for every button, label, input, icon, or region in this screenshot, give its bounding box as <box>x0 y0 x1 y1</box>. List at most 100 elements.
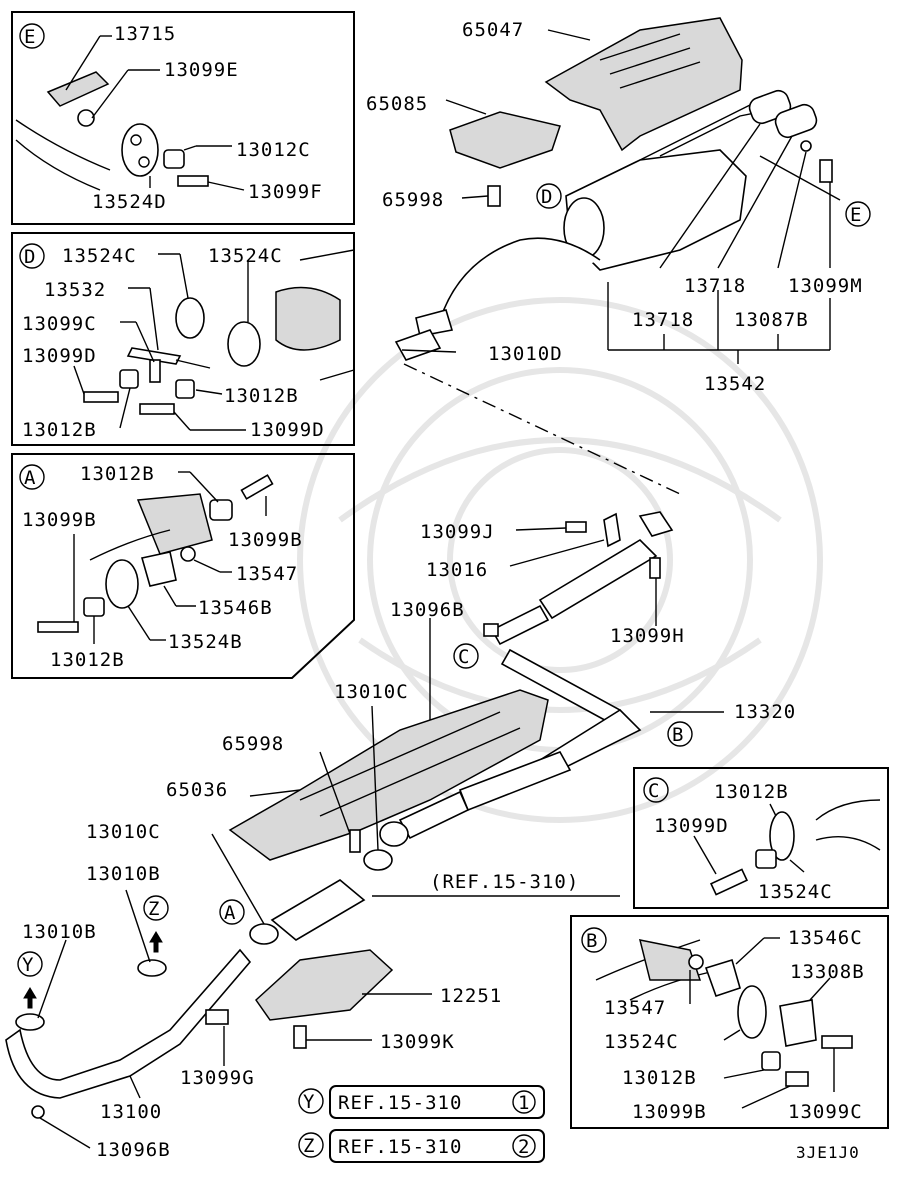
tailpipe-13718-b <box>774 103 818 139</box>
hanger-bracket-13715 <box>46 71 110 107</box>
spacer-13012b-a <box>209 499 233 521</box>
ref-y-num-circle <box>512 1090 536 1114</box>
callout-b-inset-letter: B <box>586 930 598 952</box>
ref-z-num-circle <box>512 1134 536 1158</box>
ref-y-text: REF.15-310 <box>338 1092 462 1114</box>
label-13099d-b: 13099D <box>250 419 325 441</box>
label-13099c: 13099C <box>788 1101 863 1123</box>
label-13012b: 13012B <box>714 781 789 803</box>
callout-d-main-circle <box>536 183 562 209</box>
ref-z-text: REF.15-310 <box>338 1136 462 1158</box>
label-65085: 65085 <box>366 93 428 115</box>
rubber-hanger-13524c <box>737 985 767 1039</box>
label-13012b-b: 13012B <box>50 649 125 671</box>
bracket-body-a <box>136 493 213 555</box>
label-13718-a: 13718 <box>684 275 746 297</box>
label-65998-top: 65998 <box>382 189 444 211</box>
heat-protector-65036-group: 13010C 65998 65036 (REF.15-310) <box>166 681 620 897</box>
ref-z-letter: Z <box>303 1135 315 1157</box>
front-exhaust-pipe <box>5 948 252 1099</box>
connection-dashline <box>403 363 681 495</box>
inset-e: E 13715 13099E 13012C 13524D 13099F <box>11 11 355 225</box>
label-13096b-mid: 13096B <box>390 599 465 621</box>
arrow-up-icon <box>23 987 37 1009</box>
callout-c-main-letter: C <box>458 646 470 668</box>
spacer-13012b-a <box>119 369 139 389</box>
rubber-hanger-13524c <box>769 811 795 861</box>
bolt-13099g <box>205 1009 229 1025</box>
bracket-13532 <box>126 347 182 365</box>
bolt-13099h <box>649 557 661 579</box>
bracket-13546c <box>704 958 741 998</box>
label-13099b-b: 13099B <box>228 529 303 551</box>
callout-a-letter: A <box>24 467 36 489</box>
washer-13087b <box>800 140 812 152</box>
inset-a: A 13012B 13099B 13099B 13547 13546B 1352… <box>11 453 355 679</box>
callout-a-main-circle <box>219 899 245 925</box>
label-13524c: 13524C <box>758 881 833 903</box>
heat-protector-65085 <box>449 111 561 169</box>
label-13546b: 13546B <box>198 597 273 619</box>
callout-e-main-letter: E <box>850 204 862 226</box>
label-12251: 12251 <box>440 985 502 1007</box>
bolt-13099m <box>819 159 833 183</box>
label-65036: 65036 <box>166 779 228 801</box>
label-13099m: 13099M <box>788 275 863 297</box>
nut-13096b-low <box>31 1105 45 1119</box>
heat-protector-65047 <box>544 17 743 152</box>
label-13718-b: 13718 <box>632 309 694 331</box>
inset-e-frame <box>11 11 355 225</box>
hanger-13096b-mid <box>483 623 499 637</box>
bolt-13099c <box>821 1035 853 1049</box>
label-13524c-b: 13524C <box>208 245 283 267</box>
bolt-13099j <box>565 521 587 533</box>
hanger-13099j-bracket <box>603 512 621 548</box>
callout-y-circle <box>17 951 43 977</box>
label-13524b: 13524B <box>168 631 243 653</box>
callout-b-main-circle <box>667 721 693 747</box>
spacer-13012b <box>755 849 777 869</box>
callout-z-letter: Z <box>148 898 160 920</box>
bolt-13099d <box>709 868 749 896</box>
label-13532: 13532 <box>44 279 106 301</box>
ref-y-circle <box>298 1088 324 1114</box>
rubber-hanger-13524d <box>121 123 159 177</box>
label-13012b: 13012B <box>622 1067 697 1089</box>
label-13524d: 13524D <box>92 191 167 213</box>
washer-13547 <box>180 546 196 562</box>
label-13010c-mid: 13010C <box>334 681 409 703</box>
pipe-section-b <box>638 939 702 981</box>
spacer-13012b-b <box>83 597 105 617</box>
label-13099g: 13099G <box>180 1067 255 1089</box>
inset-a-frame <box>11 453 355 679</box>
bolt-13099b-b <box>240 474 274 500</box>
inset-b: B 13546C 13308B 13547 13524C 13012B 1309… <box>570 915 889 1129</box>
callout-c-main-circle <box>453 643 479 669</box>
ref-boxes: Y REF.15-310 1 Z REF.15-310 2 <box>298 1085 545 1163</box>
callout-e-main-circle <box>845 201 871 227</box>
ref-y-box <box>329 1085 545 1119</box>
label-13524c-a: 13524C <box>62 245 137 267</box>
label-13012c: 13012C <box>236 139 311 161</box>
gasket-13010b-z <box>137 959 167 977</box>
bolt-13099f <box>177 175 209 187</box>
bolt-13099k <box>293 1025 307 1049</box>
callout-y-letter: Y <box>22 954 34 976</box>
rubber-hanger-13524c-a <box>175 297 205 339</box>
label-13542: 13542 <box>704 373 766 395</box>
callout-e-letter: E <box>24 26 36 48</box>
label-13087b: 13087B <box>734 309 809 331</box>
bolt-13099c <box>149 359 161 383</box>
label-13547: 13547 <box>604 997 666 1019</box>
label-65998-mid: 65998 <box>222 733 284 755</box>
label-13099c: 13099C <box>22 313 97 335</box>
bolt-13099e <box>77 109 95 127</box>
gasket-13010c-mid <box>363 849 393 871</box>
muffler-end-shape <box>275 286 341 351</box>
heat-protector-65036 <box>228 689 549 861</box>
diagram-code: 3JE1J0 <box>796 1143 860 1162</box>
callout-c-inset-circle <box>643 777 669 803</box>
label-65047: 65047 <box>462 19 524 41</box>
ref-z-circle <box>298 1132 324 1158</box>
ref-y-letter: Y <box>303 1091 315 1113</box>
